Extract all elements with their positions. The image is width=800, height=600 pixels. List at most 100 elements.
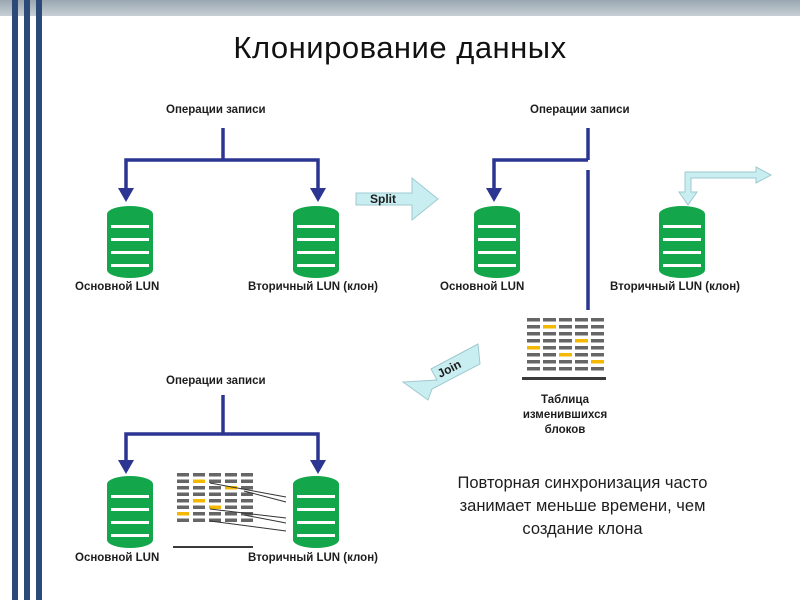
- secondary-lun-database-icon: [293, 206, 339, 278]
- block-cell: [209, 479, 221, 483]
- primary-lun-label: Основной LUN: [75, 552, 160, 564]
- secondary-lun-label: Вторичный LUN (клон): [610, 281, 740, 293]
- block-cell: [591, 360, 604, 364]
- block-cell: [591, 318, 604, 322]
- secondary-lun-database-icon: [659, 206, 705, 278]
- block-cell: [527, 360, 540, 364]
- block-cell: [209, 499, 221, 503]
- split-arrow: Split: [355, 176, 439, 222]
- block-cell: [177, 505, 189, 509]
- block-cell: [559, 318, 572, 322]
- write-ops-label: Операции записи: [530, 104, 630, 116]
- join-arrow: Join: [401, 343, 481, 401]
- block-cell: [241, 499, 253, 503]
- block-cell: [575, 353, 588, 357]
- block-cell: [177, 492, 189, 496]
- block-cell: [193, 479, 205, 483]
- block-cell: [241, 473, 253, 477]
- block-cell: [193, 518, 205, 522]
- block-cell: [193, 486, 205, 490]
- write-ops-label: Операции записи: [166, 104, 266, 116]
- block-cell: [527, 318, 540, 322]
- block-cell: [543, 339, 556, 343]
- block-cell: [527, 325, 540, 329]
- block-cell: [575, 318, 588, 322]
- block-cell: [591, 325, 604, 329]
- secondary-lun-label: Вторичный LUN (клон): [248, 552, 378, 564]
- block-cell: [177, 479, 189, 483]
- block-cell: [177, 473, 189, 477]
- write-arrows-top-right: [492, 128, 590, 310]
- arrow-head: [310, 460, 326, 474]
- primary-lun-database-icon: [107, 206, 153, 278]
- block-cell: [209, 512, 221, 516]
- primary-lun-database-icon: [474, 206, 520, 278]
- block-cell: [559, 332, 572, 336]
- block-cell: [591, 367, 604, 371]
- block-cell: [591, 332, 604, 336]
- block-cell: [209, 473, 221, 477]
- block-cell: [225, 479, 237, 483]
- block-cell: [193, 473, 205, 477]
- block-cell: [177, 512, 189, 516]
- block-cell: [225, 492, 237, 496]
- primary-lun-label: Основной LUN: [440, 281, 525, 293]
- page-title: Клонирование данных: [233, 30, 567, 65]
- write-arrows-top-left: [124, 128, 320, 190]
- split-label: Split: [370, 192, 396, 206]
- left-stripe: [24, 0, 30, 600]
- block-cell: [543, 367, 556, 371]
- block-cell: [591, 353, 604, 357]
- block-cell: [527, 367, 540, 371]
- block-cell: [193, 505, 205, 509]
- block-cell: [527, 346, 540, 350]
- block-cell: [575, 360, 588, 364]
- block-cell: [241, 486, 253, 490]
- block-cell: [193, 492, 205, 496]
- resync-arrows: [209, 482, 287, 532]
- arrow-head: [486, 188, 502, 202]
- block-cell: [575, 332, 588, 336]
- block-cell: [575, 339, 588, 343]
- block-cell: [241, 518, 253, 522]
- block-cell: [543, 332, 556, 336]
- block-cell: [543, 318, 556, 322]
- block-cell: [193, 512, 205, 516]
- block-cell: [241, 492, 253, 496]
- block-cell: [177, 486, 189, 490]
- block-cell: [527, 339, 540, 343]
- block-cell: [241, 479, 253, 483]
- secondary-lun-database-icon: [293, 476, 339, 548]
- block-cell: [543, 346, 556, 350]
- block-cell: [575, 346, 588, 350]
- block-cell: [559, 346, 572, 350]
- table-base: [173, 546, 253, 548]
- block-cell: [559, 360, 572, 364]
- block-cell: [193, 499, 205, 503]
- block-cell: [559, 367, 572, 371]
- block-cell: [591, 339, 604, 343]
- block-cell: [543, 353, 556, 357]
- block-cell: [559, 325, 572, 329]
- block-cell: [591, 346, 604, 350]
- primary-lun-label: Основной LUN: [75, 281, 160, 293]
- block-cell: [527, 332, 540, 336]
- block-cell: [225, 473, 237, 477]
- block-cell: [543, 325, 556, 329]
- changed-blocks-table-caption: Таблица изменившихся блоков: [522, 394, 608, 436]
- resync-note: Повторная синхронизация часто занимает м…: [457, 474, 708, 538]
- block-cell: [209, 518, 221, 522]
- block-cell: [575, 367, 588, 371]
- block-cell: [209, 492, 221, 496]
- block-cell: [543, 360, 556, 364]
- primary-lun-database-icon: [107, 476, 153, 548]
- block-cell: [225, 518, 237, 522]
- write-arrows-bottom: [124, 395, 320, 462]
- arrow-head: [310, 188, 326, 202]
- block-cell: [177, 499, 189, 503]
- arrow-head: [118, 460, 134, 474]
- changed-blocks-table-small: [173, 473, 253, 548]
- block-cell: [209, 505, 221, 509]
- block-cell: [177, 518, 189, 522]
